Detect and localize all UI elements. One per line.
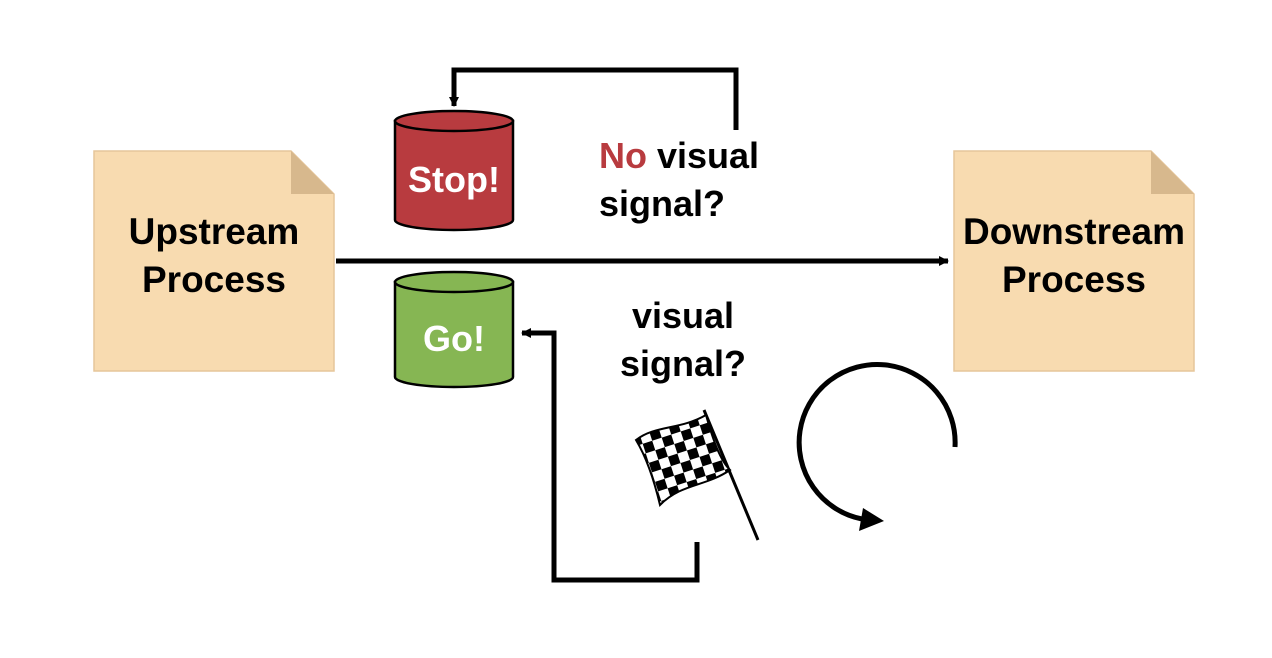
upstream-note-shape — [93, 150, 335, 372]
downstream-label-line1: Downstream — [963, 211, 1185, 252]
stop-cylinder-node: Stop! — [393, 109, 515, 232]
stop-label: Stop! — [408, 159, 500, 200]
upstream-process-node: Upstream Process — [93, 150, 335, 372]
checkered-flag-icon — [634, 409, 760, 541]
downstream-note-shape — [953, 150, 1195, 372]
no-signal-label-line2: signal? — [599, 183, 725, 224]
signal-feedback-arrow — [521, 328, 700, 583]
no-word: No — [599, 135, 647, 176]
signal-label-line2: signal? — [620, 343, 746, 384]
downstream-note-fold — [1151, 151, 1194, 194]
go-cylinder-body — [393, 280, 515, 389]
upstream-label-line1: Upstream — [129, 211, 300, 252]
no-signal-feedback-arrow — [449, 67, 739, 130]
cycle-arrow-icon — [796, 362, 958, 531]
upstream-note-fold — [291, 151, 334, 194]
upstream-label-line2: Process — [142, 259, 286, 300]
go-cylinder-top — [393, 270, 515, 294]
go-cylinder-node: Go! — [393, 270, 515, 389]
no-signal-visual-word: visual — [647, 135, 759, 176]
stop-cylinder-body — [393, 119, 515, 232]
downstream-process-node: Downstream Process — [953, 150, 1195, 372]
no-signal-label-line1: No visual — [599, 135, 759, 176]
stop-cylinder-top — [393, 109, 515, 133]
downstream-label-line2: Process — [1002, 259, 1146, 300]
signal-label-line1: visual — [632, 295, 734, 336]
go-label: Go! — [423, 318, 485, 359]
